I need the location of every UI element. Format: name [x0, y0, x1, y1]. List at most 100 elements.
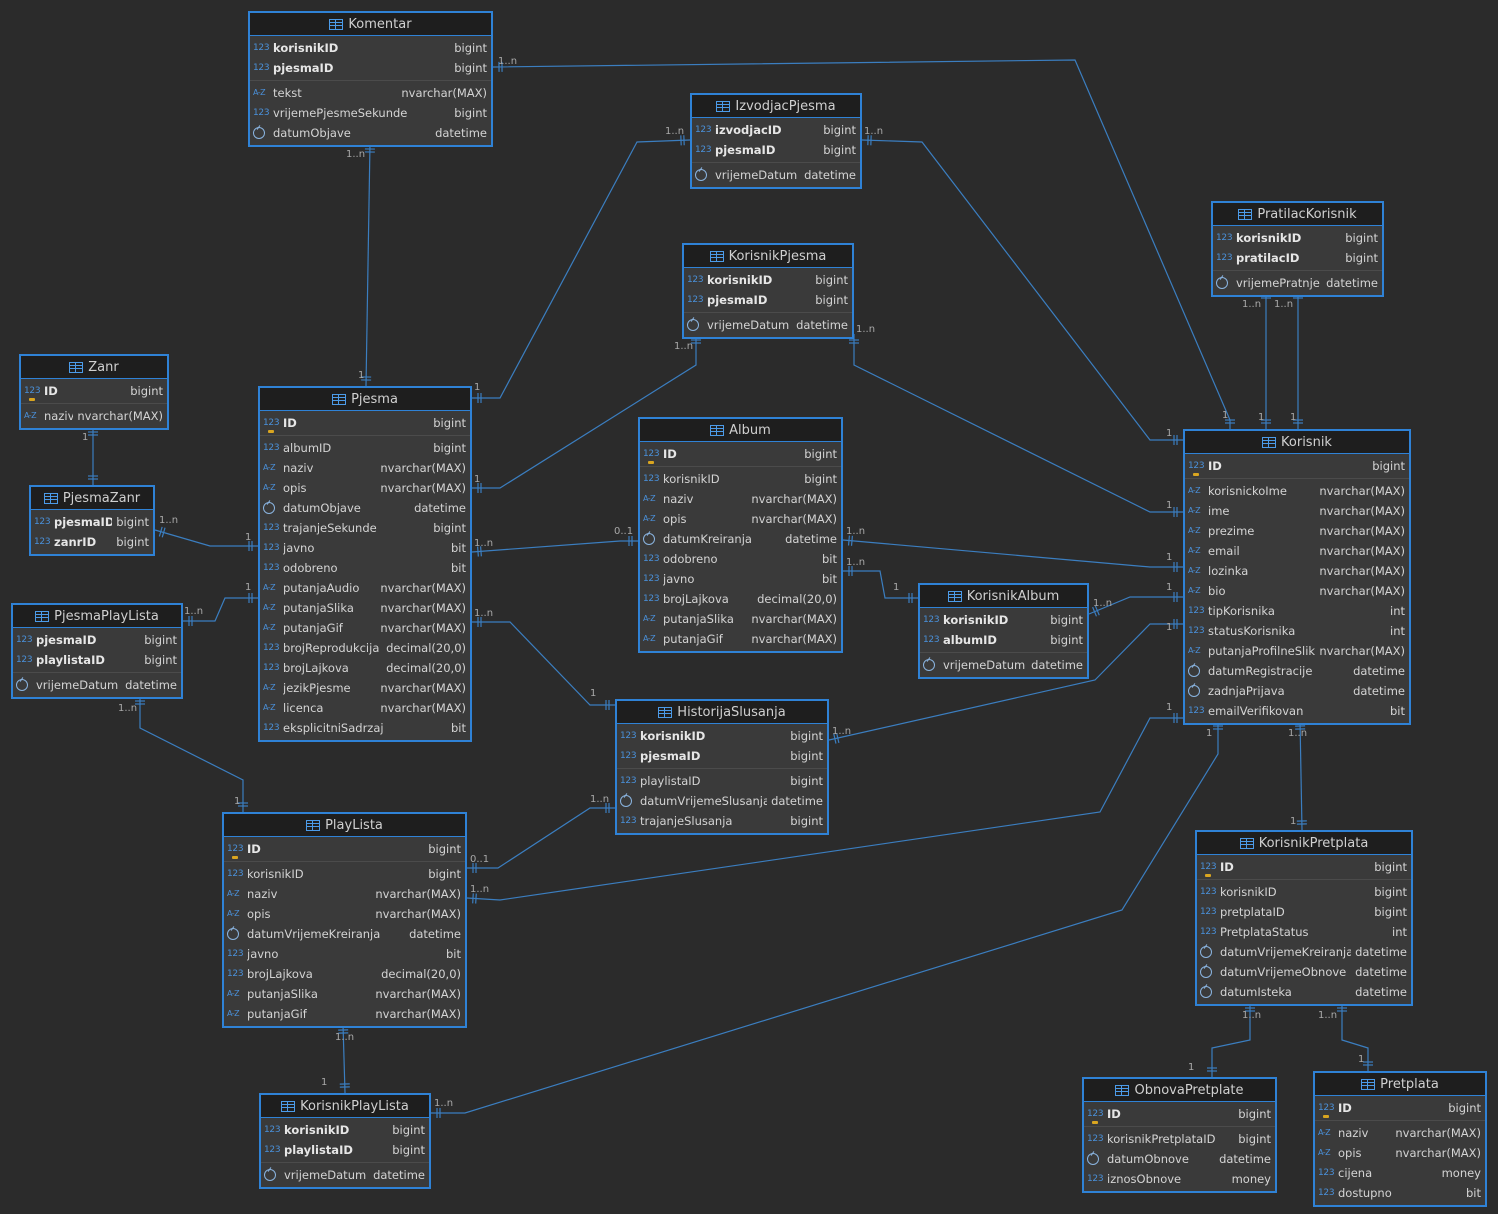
entity-playlista[interactable]: PlayListaIDbigintkorisnikIDbigintnazivnv… — [222, 812, 467, 1028]
entity-komentar[interactable]: KomentarkorisnikIDbigintpjesmaIDbigintte… — [248, 11, 493, 147]
entity-header[interactable]: Komentar — [250, 13, 491, 36]
entity-header[interactable]: IzvodjacPjesma — [692, 95, 860, 118]
entity-korisnik[interactable]: KorisnikIDbigint korisnickoImenvarchar(MA… — [1183, 429, 1411, 725]
entity-header[interactable]: Zanr — [21, 356, 167, 379]
entity-korisnikplaylista[interactable]: KorisnikPlayListakorisnikIDbigintplaylis… — [259, 1093, 431, 1189]
entity-pretplata[interactable]: PretplataIDbigintnazivnvarchar(MAX)opisn… — [1313, 1071, 1487, 1207]
entity-header[interactable]: Korisnik — [1185, 431, 1409, 454]
entity-korisnikalbum[interactable]: KorisnikAlbumkorisnikIDbigintalbumIDbigi… — [918, 583, 1089, 679]
entity-pjesmaplaylista[interactable]: PjesmaPlayListapjesmaIDbigintplaylistaID… — [11, 603, 183, 699]
entity-album[interactable]: AlbumIDbigintkorisnikIDbigintnazivnvarch… — [638, 417, 843, 653]
entity-header[interactable]: ObnovaPretplate — [1084, 1079, 1275, 1102]
entity-izvodjacpjesma[interactable]: IzvodjacPjesmaizvodjacIDbigintpjesmaIDbi… — [690, 93, 862, 189]
entity-header[interactable]: PjesmaPlayLista — [13, 605, 181, 628]
entity-header[interactable]: KorisnikAlbum — [920, 585, 1087, 608]
entity-header[interactable]: HistorijaSlusanja — [617, 701, 827, 724]
entity-pratilackorisnik[interactable]: PratilacKorisnikkorisnikIDbigintpratilac… — [1211, 201, 1384, 297]
entity-korisnikpjesma[interactable]: KorisnikPjesmakorisnikIDbigintpjesmaIDbi… — [682, 243, 854, 339]
entity-header[interactable]: KorisnikPlayLista — [261, 1095, 429, 1118]
entity-header[interactable]: PjesmaZanr — [31, 487, 153, 510]
entity-header[interactable]: Pjesma — [260, 388, 470, 411]
entity-pjesma[interactable]: PjesmaIDbigint albumIDbigintnazivnvarchar… — [258, 386, 472, 742]
entity-header[interactable]: Album — [640, 419, 841, 442]
entity-header[interactable]: KorisnikPjesma — [684, 245, 852, 268]
entity-header[interactable]: PlayLista — [224, 814, 465, 837]
entity-korisnikpretplata[interactable]: KorisnikPretplataIDbigintkorisnikIDbigin… — [1195, 830, 1413, 1006]
